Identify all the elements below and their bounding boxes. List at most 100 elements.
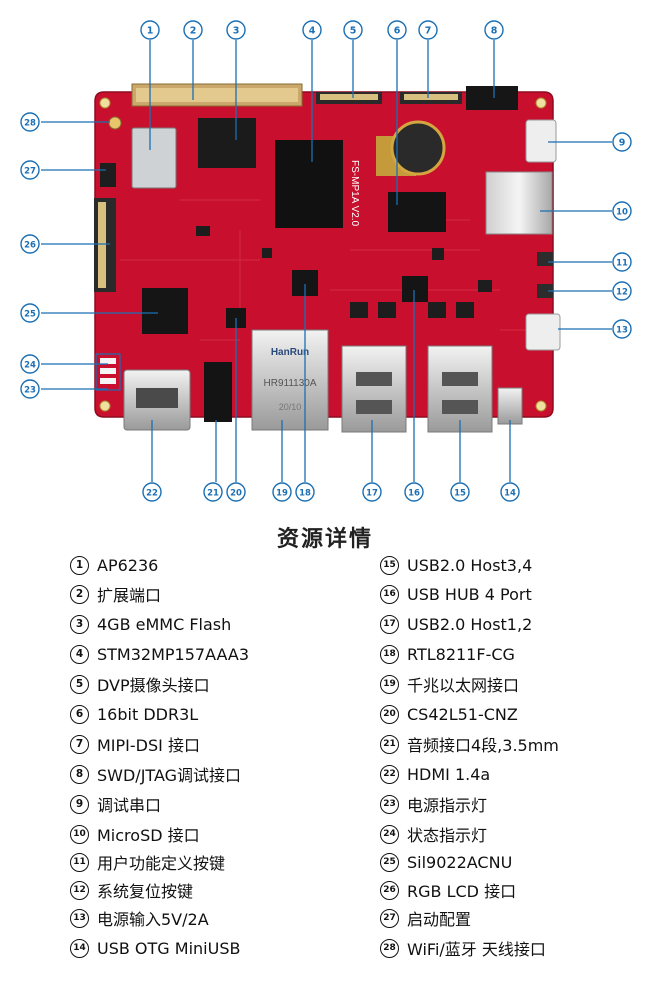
legend-item-18: 18 RTL8211F-CG xyxy=(380,642,515,666)
legend-label: 16bit DDR3L xyxy=(97,704,199,724)
svg-text:26: 26 xyxy=(24,241,36,251)
antenna-connector xyxy=(108,116,122,130)
legend-label: 电源指示灯 xyxy=(407,796,488,815)
legend-label: USB2.0 Host3,4 xyxy=(407,555,533,575)
expansion-header xyxy=(131,83,303,107)
legend-number: 18 xyxy=(380,644,399,664)
callout-14: 14 xyxy=(500,482,520,502)
callout-13: 13 xyxy=(612,319,632,339)
hdmi-port xyxy=(123,369,191,431)
svg-text:5: 5 xyxy=(350,26,357,37)
legend-number: 4 xyxy=(70,644,89,664)
svg-text:1: 1 xyxy=(147,26,154,37)
svg-text:17: 17 xyxy=(366,489,378,499)
legend-label: DVP摄像头接口 xyxy=(97,676,210,695)
legend-label: 音频接口4段,3.5mm xyxy=(407,736,559,755)
section-title: 资源详情 xyxy=(276,527,373,552)
mounting-holes xyxy=(99,97,547,412)
legend-label: 千兆以太网接口 xyxy=(407,676,520,695)
callout-28: 28 xyxy=(20,112,40,132)
legend-label: HDMI 1.4a xyxy=(407,764,491,784)
legend-number: 27 xyxy=(380,908,399,928)
svg-text:25: 25 xyxy=(24,310,36,320)
microsd-slot xyxy=(485,171,553,235)
svg-text:11: 11 xyxy=(616,259,628,269)
svg-text:14: 14 xyxy=(504,489,516,499)
callout-6: 6 xyxy=(387,20,407,40)
legend-label: 4GB eMMC Flash xyxy=(97,614,232,634)
callout-27: 27 xyxy=(20,160,40,180)
legend-label: 调试串口 xyxy=(97,796,162,815)
legend-number: 5 xyxy=(70,674,89,694)
svg-text:16: 16 xyxy=(408,489,420,499)
magjack-model-label: HR911130A xyxy=(264,378,317,389)
legend-label: 启动配置 xyxy=(407,910,472,929)
legend-label: STM32MP157AAA3 xyxy=(97,644,249,664)
legend-item-27: 27 启动配置 xyxy=(380,906,471,930)
legend-number: 13 xyxy=(70,908,89,928)
callout-4: 4 xyxy=(302,20,322,40)
legend-number: 26 xyxy=(380,880,399,900)
legend-label: USB OTG MiniUSB xyxy=(97,938,241,958)
svg-text:8: 8 xyxy=(491,26,498,37)
usb-host-3-4-port xyxy=(427,345,493,433)
callout-24: 24 xyxy=(20,354,40,374)
boot-switch xyxy=(100,163,116,187)
legend-number: 7 xyxy=(70,734,89,754)
svg-text:24: 24 xyxy=(24,361,36,371)
coin-cell-holder xyxy=(376,120,446,176)
svg-text:19: 19 xyxy=(276,489,288,499)
emmc-chip xyxy=(198,118,256,168)
callout-20: 20 xyxy=(226,482,246,502)
legend-label: 用户功能定义按键 xyxy=(97,854,226,873)
reset-button xyxy=(537,284,553,298)
legend-label: Sil9022ACNU xyxy=(407,852,513,872)
svg-text:9: 9 xyxy=(619,138,626,149)
user-button xyxy=(537,252,553,266)
svg-text:10: 10 xyxy=(616,208,628,218)
svg-text:22: 22 xyxy=(146,489,158,499)
callout-10: 10 xyxy=(612,201,632,221)
indicator-leds xyxy=(95,353,121,391)
legend-label: MIPI-DSI 接口 xyxy=(97,736,200,755)
callout-1: 1 xyxy=(140,20,160,40)
legend-item-6: 6 16bit DDR3L xyxy=(70,702,198,726)
legend-label: USB2.0 Host1,2 xyxy=(407,614,533,634)
ethernet-port: HanRun HR911130A 20/10 xyxy=(251,329,329,431)
legend-number: 12 xyxy=(70,880,89,900)
leader-lines xyxy=(41,40,612,482)
svg-text:28: 28 xyxy=(24,119,36,129)
svg-text:20: 20 xyxy=(230,489,242,499)
legend-label: 扩展端口 xyxy=(97,586,162,605)
svg-text:7: 7 xyxy=(425,26,432,37)
soc-chip xyxy=(275,140,343,228)
legend-number: 20 xyxy=(380,704,399,724)
callout-26: 26 xyxy=(20,234,40,254)
legend-item-5: 5 DVP摄像头接口 xyxy=(70,672,210,696)
callout-7: 7 xyxy=(418,20,438,40)
debug-uart-connector xyxy=(525,119,557,163)
legend-number: 1 xyxy=(70,555,89,575)
legend-label: RTL8211F-CG xyxy=(407,644,515,664)
callout-17: 17 xyxy=(362,482,382,502)
ddr3l-chip xyxy=(388,192,446,232)
legend-number: 6 xyxy=(70,704,89,724)
legend-number: 14 xyxy=(70,938,89,958)
callout-12: 12 xyxy=(612,281,632,301)
